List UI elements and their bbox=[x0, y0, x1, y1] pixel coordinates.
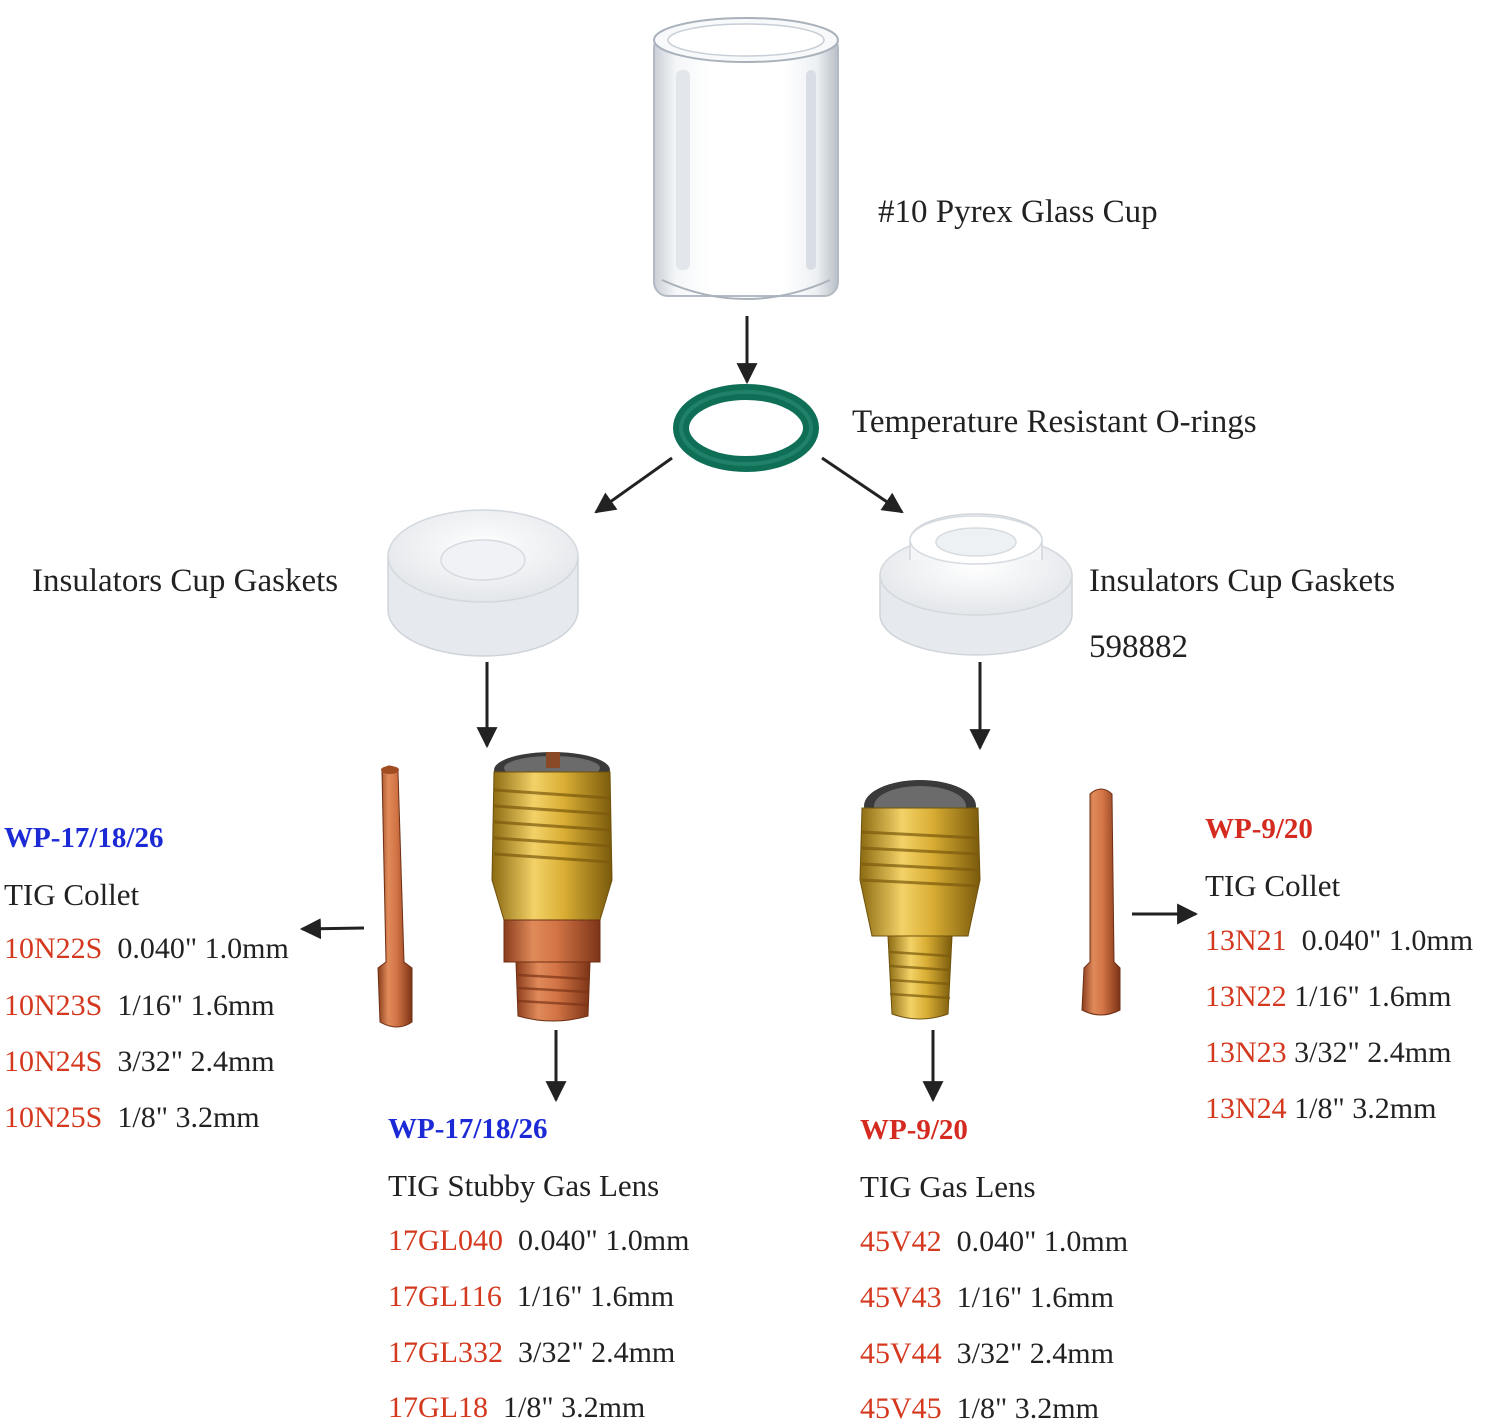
part-code: 17GL332 bbox=[388, 1336, 503, 1369]
part-spec: 1/8" 3.2mm bbox=[956, 1392, 1099, 1425]
part-spec: 1/16" 1.6mm bbox=[516, 1280, 675, 1313]
gas-lens-left-header: WP-17/18/26 bbox=[388, 1113, 548, 1145]
gas-lens-right-image bbox=[859, 780, 981, 1020]
part-spec: 0.040" 1.0mm bbox=[1301, 924, 1474, 957]
arrow-oring-to-right-gasket bbox=[821, 456, 904, 514]
part-spec: 3/32" 2.4mm bbox=[117, 1045, 275, 1078]
glass-cup-image bbox=[653, 17, 839, 300]
flow-arrows bbox=[299, 316, 1199, 1103]
part-spec: 1/16" 1.6mm bbox=[1294, 980, 1452, 1013]
gas-lens-right-row: 45V43 1/16" 1.6mm bbox=[860, 1283, 1114, 1313]
part-spec: 3/32" 2.4mm bbox=[1294, 1036, 1452, 1069]
part-spec: 3/32" 2.4mm bbox=[518, 1336, 676, 1369]
gas-lens-right-row: 45V42 0.040" 1.0mm bbox=[860, 1227, 1128, 1257]
gas-lens-left-row: 17GL332 3/32" 2.4mm bbox=[388, 1338, 675, 1368]
part-spec: 3/32" 2.4mm bbox=[956, 1337, 1114, 1370]
gas-lens-left-title: TIG Stubby Gas Lens bbox=[388, 1168, 660, 1203]
part-code: 13N22 bbox=[1205, 980, 1287, 1013]
collet-right-title: TIG Collet bbox=[1205, 868, 1341, 903]
part-code: 45V43 bbox=[860, 1281, 942, 1314]
collet-left-row: 10N25S 1/8" 3.2mm bbox=[4, 1103, 260, 1133]
part-code: 45V44 bbox=[860, 1337, 942, 1370]
part-code: 10N24S bbox=[4, 1045, 103, 1078]
part-code: 17GL040 bbox=[388, 1224, 503, 1257]
gas-lens-left-row: 17GL040 0.040" 1.0mm bbox=[388, 1226, 689, 1256]
collet-left-row: 10N23S 1/16" 1.6mm bbox=[4, 991, 275, 1021]
part-spec: 0.040" 1.0mm bbox=[956, 1225, 1129, 1258]
part-code: 10N25S bbox=[4, 1101, 103, 1134]
part-code: 17GL18 bbox=[388, 1391, 488, 1424]
part-code: 13N21 bbox=[1205, 924, 1287, 957]
collet-right-row: 13N22 1/16" 1.6mm bbox=[1205, 982, 1451, 1012]
arrow-left-collet-to-label bbox=[299, 918, 365, 940]
gas-lens-left-row: 17GL18 1/8" 3.2mm bbox=[388, 1393, 645, 1423]
collet-left-header: WP-17/18/26 bbox=[4, 822, 164, 854]
glass-cup-label: #10 Pyrex Glass Cup bbox=[878, 194, 1158, 230]
part-code: 17GL116 bbox=[388, 1280, 502, 1313]
collet-left-row: 10N22S 0.040" 1.0mm bbox=[4, 934, 289, 964]
gas-lens-left-row: 17GL116 1/16" 1.6mm bbox=[388, 1282, 674, 1312]
gas-lens-right-row: 45V44 3/32" 2.4mm bbox=[860, 1339, 1114, 1369]
collet-left-image bbox=[377, 765, 413, 1028]
collet-right-header: WP-9/20 bbox=[1205, 813, 1313, 845]
part-spec: 1/8" 3.2mm bbox=[117, 1101, 260, 1134]
part-spec: 0.040" 1.0mm bbox=[518, 1224, 690, 1257]
collet-right-row: 13N23 3/32" 2.4mm bbox=[1205, 1038, 1451, 1068]
gasket-left-image bbox=[387, 509, 579, 657]
collet-left-row: 10N24S 3/32" 2.4mm bbox=[4, 1047, 275, 1077]
gasket-right-part-number: 598882 bbox=[1089, 629, 1188, 665]
part-spec: 1/16" 1.6mm bbox=[956, 1281, 1114, 1314]
gas-lens-right-header: WP-9/20 bbox=[860, 1114, 968, 1146]
collet-left-title: TIG Collet bbox=[4, 877, 140, 912]
arrow-oring-to-left-gasket bbox=[594, 456, 673, 514]
o-ring-image bbox=[673, 384, 819, 472]
o-rings-label: Temperature Resistant O-rings bbox=[852, 404, 1257, 440]
gas-lens-right-title: TIG Gas Lens bbox=[860, 1169, 1036, 1204]
gas-lens-right-row: 45V45 1/8" 3.2mm bbox=[860, 1394, 1099, 1424]
gasket-left-label: Insulators Cup Gaskets bbox=[32, 563, 339, 599]
gas-lens-left-image bbox=[491, 752, 613, 1022]
part-spec: 0.040" 1.0mm bbox=[117, 932, 289, 965]
part-code: 10N22S bbox=[4, 932, 103, 965]
collet-right-image bbox=[1081, 788, 1121, 1016]
gasket-right-label: Insulators Cup Gaskets bbox=[1089, 563, 1396, 599]
part-code: 13N24 bbox=[1205, 1092, 1287, 1125]
part-spec: 1/8" 3.2mm bbox=[503, 1391, 646, 1424]
part-spec: 1/16" 1.6mm bbox=[117, 989, 275, 1022]
collet-right-row: 13N24 1/8" 3.2mm bbox=[1205, 1094, 1436, 1124]
collet-right-row: 13N21 0.040" 1.0mm bbox=[1205, 926, 1473, 956]
part-code: 13N23 bbox=[1205, 1036, 1287, 1069]
gasket-right-image bbox=[879, 513, 1073, 656]
part-code: 10N23S bbox=[4, 989, 103, 1022]
part-code: 45V45 bbox=[860, 1392, 942, 1425]
part-code: 45V42 bbox=[860, 1225, 942, 1258]
part-spec: 1/8" 3.2mm bbox=[1294, 1092, 1437, 1125]
